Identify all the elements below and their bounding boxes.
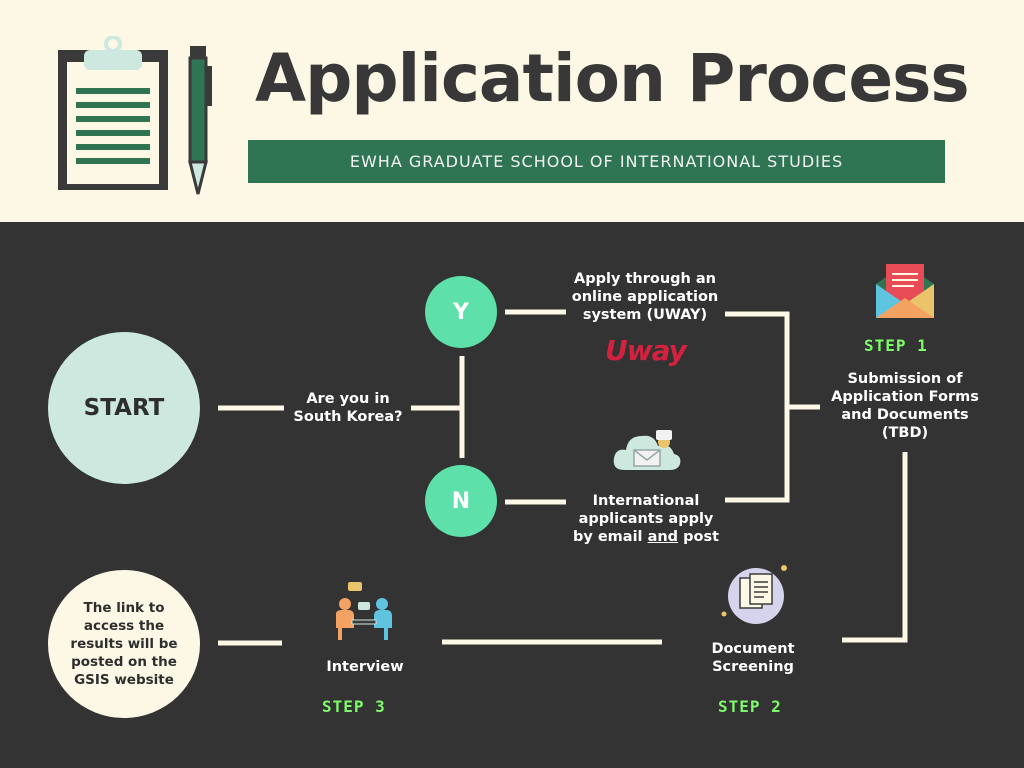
results-line: posted on the xyxy=(71,654,177,670)
international-line: by email and post xyxy=(566,528,726,546)
yes-node: Y xyxy=(425,276,497,348)
documents-icon xyxy=(721,565,787,624)
envelope-icon xyxy=(876,264,934,318)
international-line: applicants apply xyxy=(578,511,714,527)
apply-online-line: Apply through an xyxy=(574,271,716,287)
step-1-label: STEP 1 xyxy=(864,336,928,355)
results-line: GSIS website xyxy=(74,672,174,688)
results-line: results will be xyxy=(70,636,178,652)
apply-online-line: system (UWAY) xyxy=(582,307,708,323)
question-line: South Korea? xyxy=(293,409,403,425)
page-title: Application Process xyxy=(255,40,970,117)
interview-icon xyxy=(336,582,392,640)
international-and: and xyxy=(647,529,679,545)
international-line: International xyxy=(592,493,700,509)
step-3-text: Interview xyxy=(326,659,404,675)
subtitle-banner: EWHA GRADUATE SCHOOL OF INTERNATIONAL ST… xyxy=(248,140,945,183)
step-2-text: Document Screening xyxy=(690,640,816,676)
apply-online-line: online application xyxy=(571,289,719,305)
step-1-line: Submission of xyxy=(847,371,963,387)
no-node: N xyxy=(425,465,497,537)
step-3-label: STEP 3 xyxy=(322,697,386,716)
question-label: Are you in South Korea? xyxy=(286,390,410,426)
start-node: START xyxy=(48,332,200,484)
step-2-line: Document xyxy=(711,641,795,657)
results-line: The link to xyxy=(83,600,165,616)
step-1-text: Submission of Application Forms and Docu… xyxy=(826,370,984,442)
results-line: access the xyxy=(83,618,165,634)
step-1-line: (TBD) xyxy=(881,425,929,441)
question-line: Are you in xyxy=(306,391,390,407)
step-1-line: Application Forms xyxy=(831,389,979,405)
header: Application Process EWHA GRADUATE SCHOOL… xyxy=(0,0,1024,222)
clipboard-icon xyxy=(58,36,168,190)
international-text: by email xyxy=(572,529,648,545)
results-text: The link to access the results will be p… xyxy=(70,599,177,689)
step-2-line: Screening xyxy=(712,659,794,675)
results-node: The link to access the results will be p… xyxy=(48,570,200,718)
cloud-mail-icon xyxy=(613,430,681,470)
step-2-label: STEP 2 xyxy=(718,697,782,716)
pen-icon xyxy=(188,46,212,195)
apply-online-label: Apply through an online application syst… xyxy=(560,270,730,324)
step-1-line: and Documents xyxy=(841,407,969,423)
international-label: International applicants apply by email … xyxy=(566,492,726,546)
international-text: post xyxy=(678,529,720,545)
uway-logo: Uway xyxy=(605,334,687,367)
